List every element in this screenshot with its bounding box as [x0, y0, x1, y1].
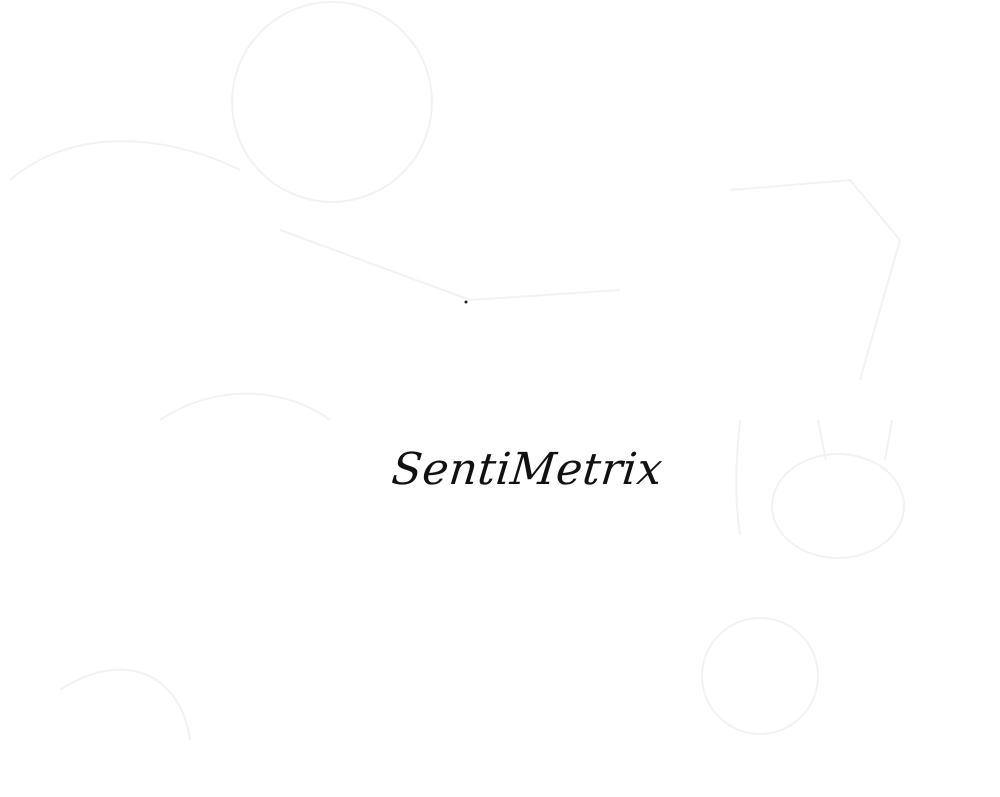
faint-curve-mid: [159, 392, 331, 421]
faint-circle-shape: [231, 1, 433, 203]
sentimetrix-wordmark: SentiMetrix: [389, 444, 666, 495]
faint-arc-right: [735, 419, 741, 536]
small-dot: [464, 300, 468, 304]
faint-circle-bottom: [701, 617, 819, 735]
faint-outline-right: [729, 178, 902, 381]
faint-strokes-right: [817, 419, 893, 461]
faint-curve-bottom-left: [59, 668, 191, 741]
faint-line-center: [279, 229, 621, 302]
faint-curve-left: [9, 140, 241, 181]
faint-ellipse-right: [771, 453, 905, 559]
